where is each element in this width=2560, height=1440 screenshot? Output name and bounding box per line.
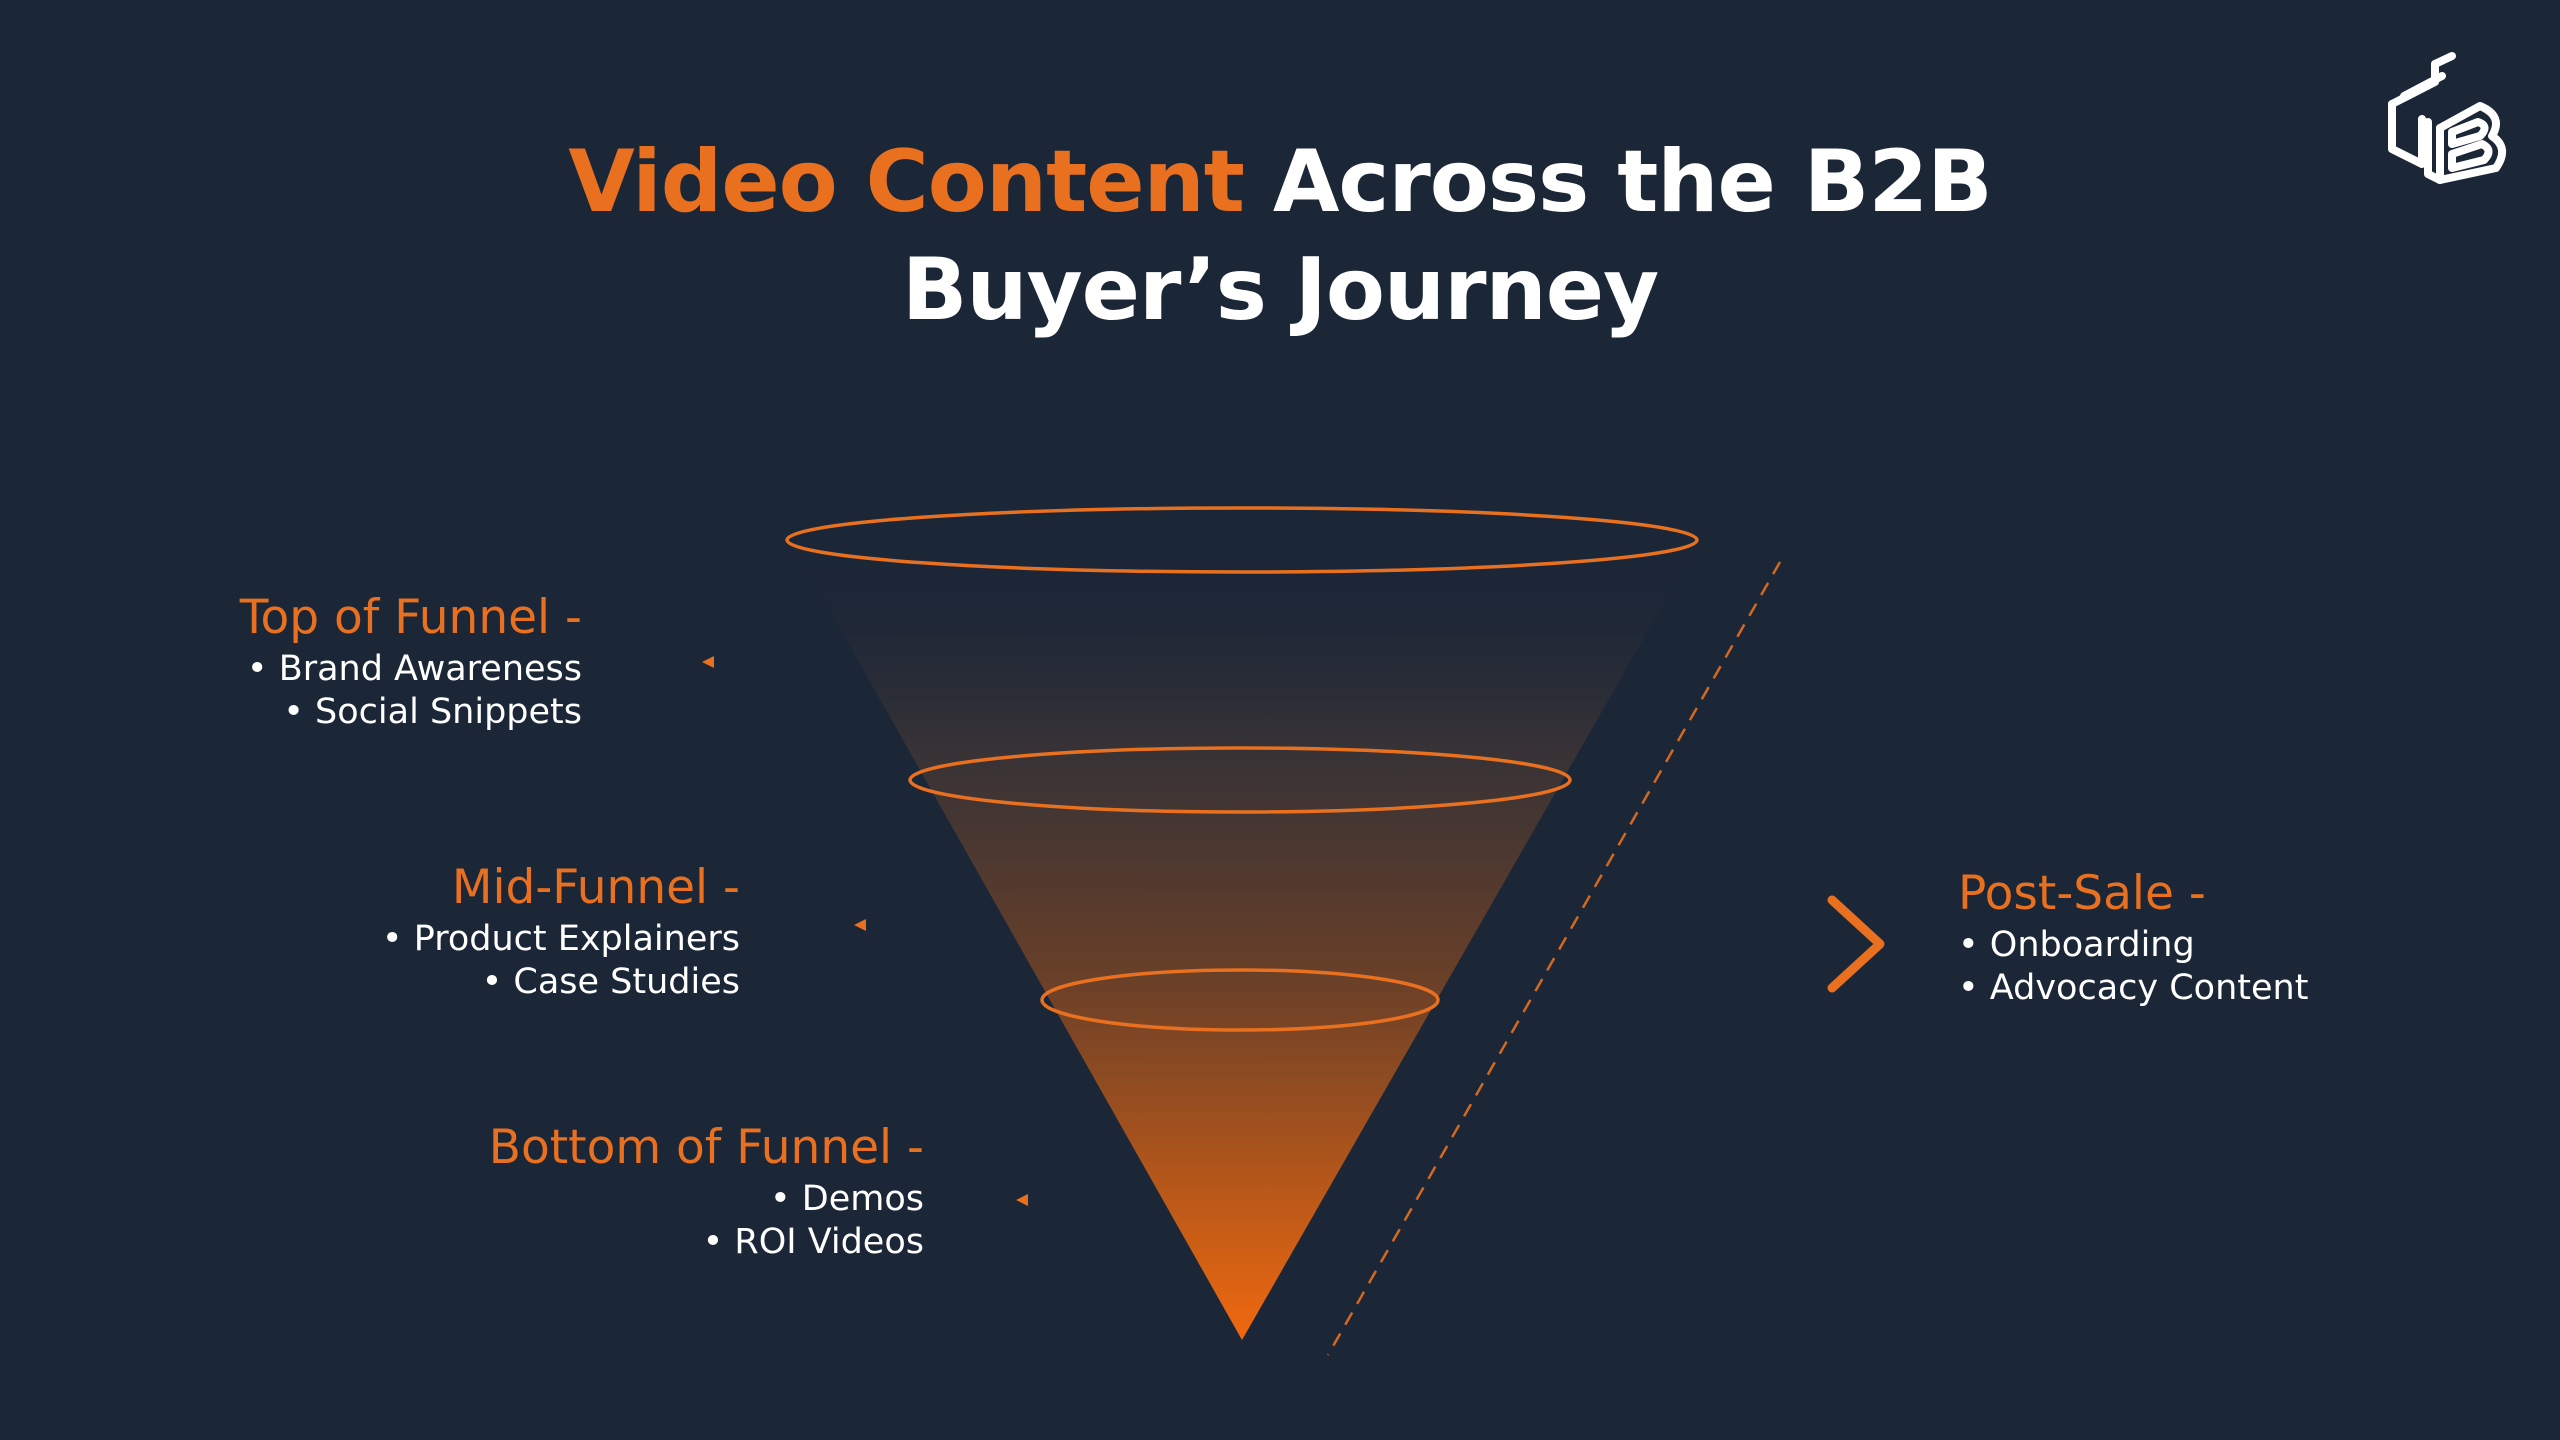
title-line-1-rest: Across the B2B	[1272, 132, 1993, 232]
stage-top-item-1: Brand Awareness	[240, 648, 582, 691]
stage-post-sale: Post-Sale - Onboarding Advocacy Content	[1958, 864, 2308, 1010]
leader-mid	[854, 919, 990, 931]
stage-mid-funnel: Mid-Funnel - Product Explainers Case Stu…	[382, 858, 740, 1004]
stage-bottom-of-funnel: Bottom of Funnel - Demos ROI Videos	[489, 1118, 924, 1264]
stage-mid-heading: Mid-Funnel -	[451, 860, 740, 915]
stage-top-heading: Top of Funnel -	[239, 590, 582, 645]
stage-bottom-item-2: ROI Videos	[489, 1221, 924, 1264]
dashed-guide-line	[1326, 561, 1782, 1356]
stage-post-sale-item-1: Onboarding	[1958, 924, 2308, 967]
title-accent: Video Content	[568, 132, 1245, 232]
stage-mid-item-2: Case Studies	[382, 961, 740, 1004]
post-sale-arrow	[1635, 895, 1885, 993]
title-line-2: Buyer’s Journey	[901, 240, 1659, 340]
cube-b-logo-icon	[2380, 44, 2520, 194]
stage-post-sale-heading: Post-Sale -	[1958, 866, 2206, 921]
title-line-1: Video Content Across the B2B	[0, 128, 2560, 236]
stage-bottom-item-1: Demos	[489, 1178, 924, 1221]
logo-graphic	[2388, 52, 2506, 184]
stage-post-sale-item-2: Advocacy Content	[1958, 967, 2309, 1010]
stage-top-of-funnel: Top of Funnel - Brand Awareness Social S…	[240, 588, 582, 734]
funnel-ring-bottom	[1040, 968, 1440, 1032]
page-title: Video Content Across the B2B Buyer’s Jou…	[0, 128, 2560, 344]
funnel-ring-mid	[908, 746, 1572, 814]
stage-top-item-2: Social Snippets	[240, 691, 582, 734]
funnel-cone	[790, 540, 1700, 1340]
funnel-ring-top	[785, 506, 1699, 574]
stage-bottom-heading: Bottom of Funnel -	[488, 1120, 924, 1175]
leader-top	[702, 656, 900, 668]
stage-mid-item-1: Product Explainers	[382, 918, 740, 961]
leader-bottom	[1016, 1194, 1150, 1206]
